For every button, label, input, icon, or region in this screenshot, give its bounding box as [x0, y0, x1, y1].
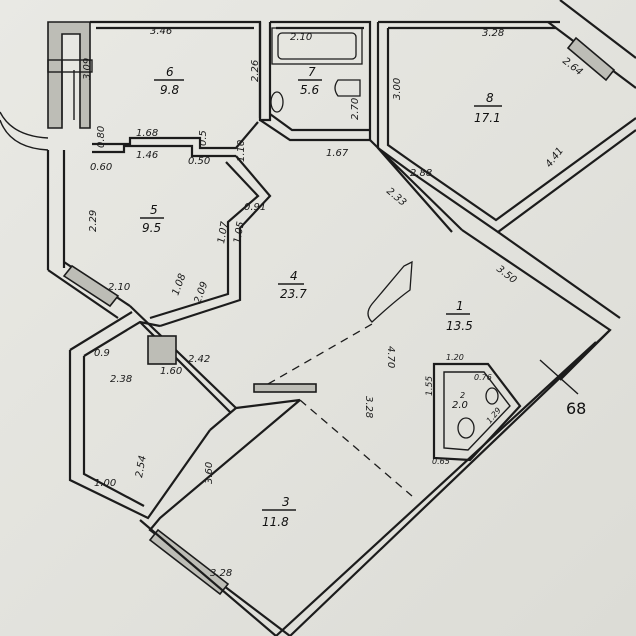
- wall-top-right: [547, 0, 636, 89]
- wall-room6-left: [47, 21, 91, 129]
- dim-label: 1.07: [216, 220, 231, 244]
- room-7-number: 7: [308, 65, 316, 79]
- dim-label: 2.26: [250, 60, 261, 82]
- room-6-area: 9.8: [160, 83, 179, 97]
- room-2-area: 2.0: [452, 400, 468, 411]
- dashed-divider: [267, 323, 373, 385]
- wall-room2: [432, 362, 522, 462]
- bathtub-inner: [277, 32, 357, 60]
- dim-label: 3.28: [482, 28, 504, 39]
- dim-label: 0.60: [90, 162, 112, 173]
- room-1-area: 13.5: [446, 319, 473, 333]
- room-7-area: 5.6: [300, 83, 319, 97]
- dim-label: 2.10: [290, 32, 312, 43]
- sink-room7: [270, 91, 284, 113]
- dim-label: 1.46: [136, 150, 158, 161]
- dim-label: 3.46: [150, 26, 172, 37]
- corner-label-68: 68: [566, 399, 586, 418]
- wall-room8: [376, 22, 636, 234]
- wall-6-7: [258, 22, 272, 122]
- dim-label: 0.9: [94, 348, 110, 359]
- dim-label: 3.00: [392, 78, 403, 100]
- wall-6-bottom: [92, 121, 259, 150]
- dim-label: 4.41: [544, 146, 566, 170]
- dim-label: 2.88: [410, 168, 432, 179]
- wall-6-bottom-2: [92, 144, 236, 158]
- wall-mid: [253, 383, 317, 393]
- dim-label: 1.55: [425, 376, 435, 396]
- wall-room3-right: [129, 305, 237, 431]
- wall-room3-top: [69, 311, 161, 357]
- dim-label: 0.65: [432, 457, 450, 466]
- dim-label: 0.80: [96, 126, 107, 148]
- wall-room3-corner: [147, 335, 177, 365]
- balcony-curve-inner: [0, 111, 49, 139]
- dim-label: 2.10: [108, 282, 130, 293]
- dim-label: 1.60: [160, 366, 182, 377]
- dim-label: 0.5: [198, 130, 209, 146]
- room-6-number: 6: [166, 65, 174, 79]
- marker-68-line: [539, 359, 579, 395]
- wall-room5-left: [46, 150, 131, 319]
- room-8-number: 8: [486, 91, 494, 105]
- wall-hall-right: [369, 139, 463, 233]
- room-1-number: 1: [456, 299, 464, 313]
- dim-label: 1.08: [170, 272, 188, 297]
- dim-label: 0.50: [188, 156, 210, 167]
- toilet-room2: [457, 417, 475, 439]
- window-room5: [62, 264, 120, 308]
- dim-label: 1.10: [236, 140, 247, 162]
- dim-label: 1.68: [136, 128, 158, 139]
- room-4-area: 23.7: [280, 287, 307, 301]
- sink-room2: [485, 387, 499, 405]
- dim-label: 2.54: [134, 455, 149, 479]
- window-room8: [566, 36, 616, 82]
- toilet-room7: [334, 79, 361, 97]
- dim-label: 3.09: [82, 58, 93, 80]
- dim-label: 2.70: [350, 98, 361, 120]
- dashed-divider-2: [299, 399, 413, 497]
- room-2-number: 2: [460, 391, 465, 400]
- dim-label: 1.00: [94, 478, 116, 489]
- dim-label: 2.33: [384, 186, 408, 209]
- wall-room3: [68, 350, 211, 520]
- dim-label: 3.28: [210, 568, 232, 579]
- dim-label: 0.91: [244, 202, 266, 213]
- wall-hall-diag: [461, 229, 621, 381]
- dim-label: 2.38: [110, 374, 132, 385]
- room-3-number: 3: [282, 495, 290, 509]
- room-8-area: 17.1: [474, 111, 501, 125]
- bathtub: [271, 27, 363, 65]
- wall-5-4: [149, 155, 272, 328]
- door-arc-hall: [367, 260, 413, 323]
- room-3-area: 11.8: [262, 515, 289, 529]
- wall-room1-bottom: [275, 329, 611, 636]
- room-4-number: 4: [290, 269, 298, 283]
- dim-label: 1.67: [326, 148, 349, 159]
- dim-label: 2.42: [188, 354, 210, 365]
- balcony-curve: [0, 119, 49, 151]
- wall-room2-inner: [443, 371, 511, 451]
- dim-label: 1.05: [232, 221, 247, 245]
- wall-room8-inner: [386, 28, 636, 222]
- dim-label: 1.20: [446, 353, 464, 362]
- wall-7-bottom: [259, 113, 370, 142]
- dim-label: 3.60: [204, 462, 215, 484]
- dim-label: 4.70: [385, 346, 396, 368]
- wall-room9-bottom: [139, 519, 277, 636]
- room-5-area: 9.5: [142, 221, 161, 235]
- dim-label: 3.28: [363, 396, 374, 418]
- room-5-number: 5: [150, 203, 158, 217]
- dim-label: 3.50: [494, 264, 518, 286]
- dim-label: 2.29: [88, 210, 99, 232]
- window-room6: [47, 59, 93, 73]
- dim-label: 0.76: [474, 373, 492, 382]
